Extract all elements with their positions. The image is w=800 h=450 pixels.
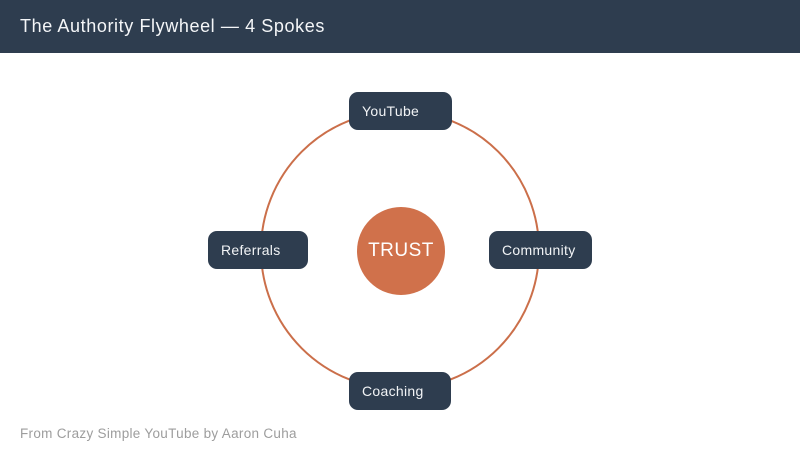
spoke-node-youtube: YouTube <box>349 92 452 130</box>
spoke-node-referrals: Referrals <box>208 231 308 269</box>
trust-hub-label: TRUST <box>368 240 434 261</box>
page-title: The Authority Flywheel — 4 Spokes <box>20 16 325 36</box>
trust-hub-circle: TRUST <box>357 207 445 295</box>
header-bar: The Authority Flywheel — 4 Spokes <box>0 0 800 53</box>
spoke-node-coaching: Coaching <box>349 372 451 410</box>
spoke-node-community: Community <box>489 231 592 269</box>
attribution-text: From Crazy Simple YouTube by Aaron Cuha <box>20 426 297 441</box>
